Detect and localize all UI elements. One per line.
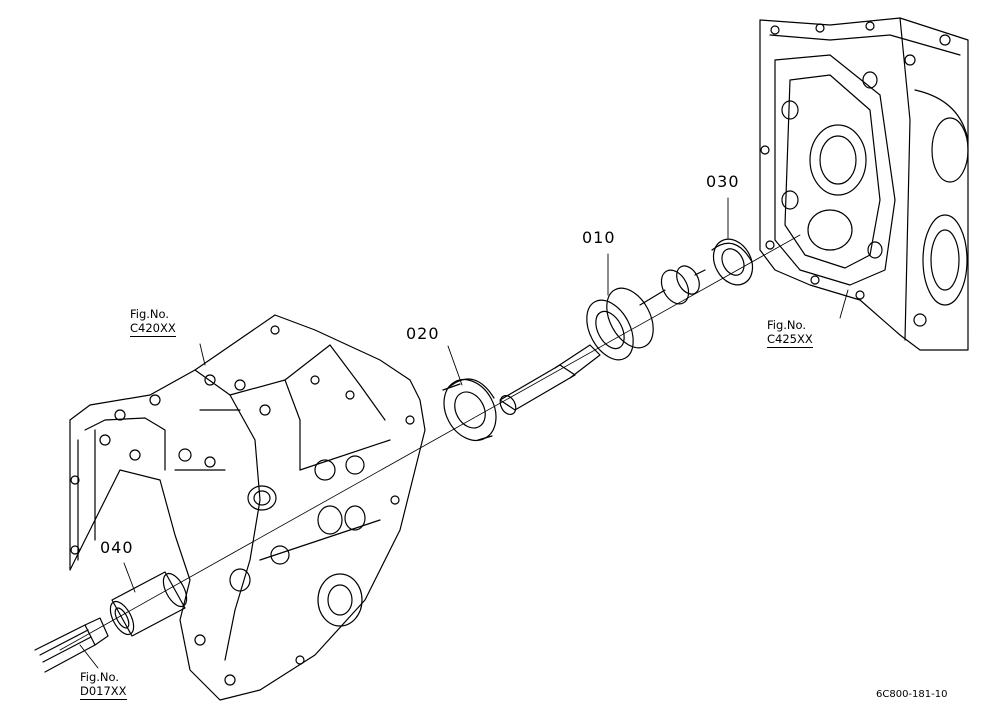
assembly-axis-line (59, 234, 801, 651)
figure-ref-right-case-code: C425XX (767, 332, 813, 348)
part-number-030[interactable]: 030 (706, 172, 740, 191)
left-transmission-case (69, 314, 426, 701)
right-transmission-case (759, 17, 969, 351)
figure-ref-right-case[interactable]: Fig.No. C425XX (767, 318, 813, 348)
bearing-020 (442, 378, 497, 442)
figure-ref-right-case-title: Fig.No. (767, 318, 807, 332)
figure-ref-shaft-code: D017XX (80, 684, 127, 700)
figure-ref-shaft[interactable]: Fig.No. D017XX (80, 670, 127, 700)
leader-lines (79, 197, 849, 669)
coupling-sleeve-040 (109, 571, 188, 637)
figure-ref-left-case-code: C420XX (130, 321, 176, 337)
figure-ref-left-case-title: Fig.No. (130, 307, 170, 321)
splined-shaft-end (34, 617, 109, 673)
drawing-code: 6C800-181-10 (876, 689, 948, 700)
part-number-040[interactable]: 040 (100, 538, 134, 557)
figure-ref-left-case[interactable]: Fig.No. C420XX (130, 307, 176, 337)
figure-ref-shaft-title: Fig.No. (80, 670, 120, 684)
bearing-030 (711, 238, 754, 286)
part-number-010[interactable]: 010 (582, 228, 616, 247)
gear-shaft-010 (499, 265, 706, 416)
part-number-020[interactable]: 020 (406, 324, 440, 343)
